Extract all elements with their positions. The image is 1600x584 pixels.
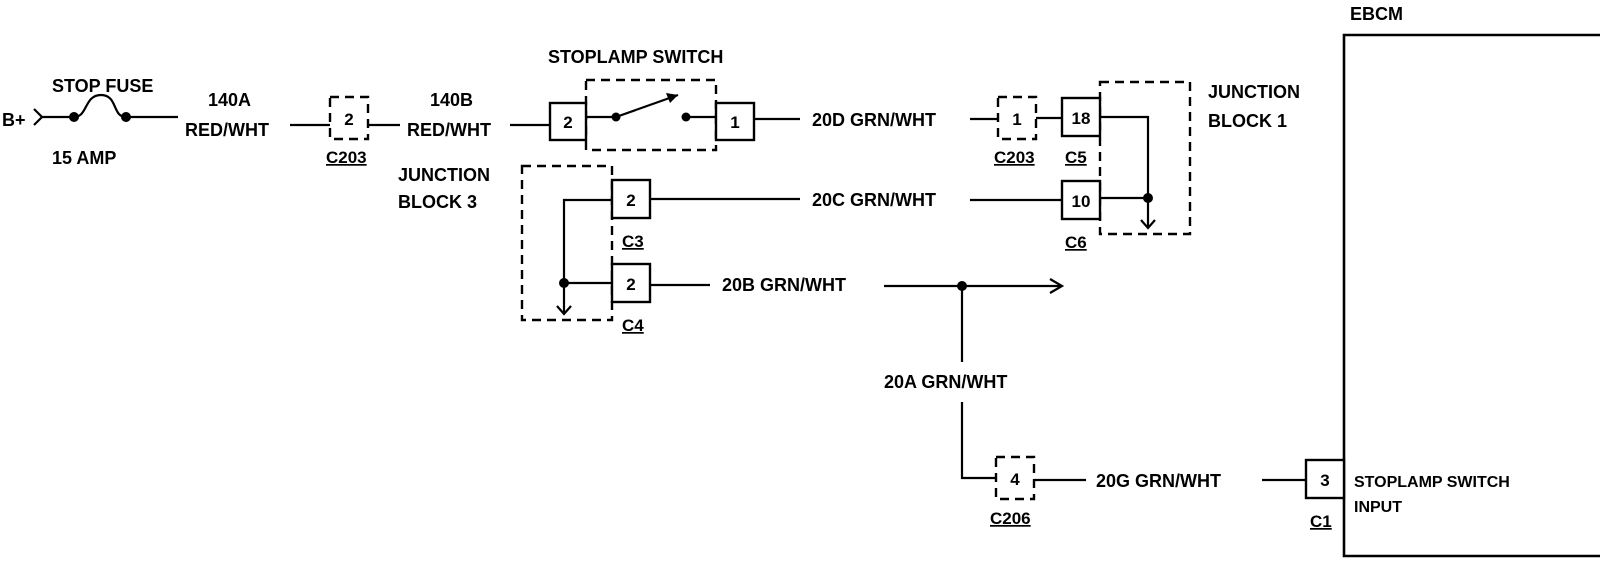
connector-c3-label: C3 <box>622 232 644 251</box>
wire-140b-circuit: 140B <box>430 90 473 110</box>
connector-c3-pin <box>610 178 652 220</box>
junction-block-1-bus <box>1100 115 1150 200</box>
connector-c1-label: C1 <box>1310 512 1332 531</box>
stoplamp-switch-housing <box>584 78 718 152</box>
stoplamp-switch-pin-2-label: 2 <box>563 113 572 132</box>
fuse-name: STOP FUSE <box>52 76 153 96</box>
connector-c5-pin <box>1060 96 1102 138</box>
switch-blade-icon <box>615 93 679 119</box>
fuse-icon <box>73 93 127 119</box>
ebcm-title: EBCM <box>1350 4 1403 24</box>
junction-block-1-label-2: BLOCK 1 <box>1208 111 1287 131</box>
junction-block-3-label-2: BLOCK 3 <box>398 192 477 212</box>
connector-c206 <box>994 455 1036 501</box>
wire-20a-label: 20A GRN/WHT <box>884 372 1007 392</box>
wire-20c-label: 20C GRN/WHT <box>812 190 936 210</box>
wire-20a-lower <box>960 402 996 480</box>
connector-c6-pin-label: 10 <box>1072 192 1091 211</box>
wire-20b-label: 20B GRN/WHT <box>722 275 846 295</box>
stoplamp-switch-pin-2 <box>548 101 588 142</box>
stoplamp-switch-pin-1 <box>714 101 756 142</box>
ebcm-module-outline <box>1342 33 1600 558</box>
connector-c5-label: C5 <box>1065 148 1087 167</box>
wire-20d-label: 20D GRN/WHT <box>812 110 936 130</box>
connector-c203-left <box>328 95 370 141</box>
wire-20g-label: 20G GRN/WHT <box>1096 471 1221 491</box>
connector-c4-pin-label: 2 <box>626 275 635 294</box>
wire-140b-color: RED/WHT <box>407 120 491 140</box>
supply-arrow-icon <box>33 108 44 126</box>
stoplamp-switch-pin-1-label: 1 <box>730 113 739 132</box>
junction-block-3-bus <box>562 198 612 285</box>
connector-c1-pin <box>1304 458 1346 500</box>
junction-block-3-housing <box>520 164 614 322</box>
ebcm-input-label-1: STOPLAMP SWITCH <box>1354 474 1510 491</box>
connector-c6-label: C6 <box>1065 233 1087 252</box>
connector-c206-label: C206 <box>990 509 1031 528</box>
connector-c206-pin: 4 <box>1010 470 1020 489</box>
connector-c203-right <box>996 95 1038 141</box>
stoplamp-switch-title: STOPLAMP SWITCH <box>548 47 723 67</box>
wire-140a-color: RED/WHT <box>185 120 269 140</box>
connector-c3-pin-label: 2 <box>626 191 635 210</box>
connector-c5-pin-label: 18 <box>1072 109 1091 128</box>
connector-c203-right-label: C203 <box>994 148 1035 167</box>
connector-c4-label: C4 <box>622 316 644 335</box>
connector-c1-pin-label: 3 <box>1320 471 1329 490</box>
junction-block-1-label-1: JUNCTION <box>1208 82 1300 102</box>
junction-block-3-label-1: JUNCTION <box>398 165 490 185</box>
supply-label: B+ <box>2 110 26 130</box>
switch-blade-tip <box>666 93 678 103</box>
connector-c203-left-label: C203 <box>326 148 367 167</box>
junction-block-1-ground-icon <box>1140 219 1156 230</box>
junction-block-3-ground-icon <box>556 305 572 316</box>
ebcm-input-label-2: INPUT <box>1354 499 1402 516</box>
wire-20b-continuation-arrow-icon <box>1049 278 1065 294</box>
connector-c203-right-pin: 1 <box>1012 110 1021 129</box>
fuse-rating: 15 AMP <box>52 148 116 168</box>
connector-c203-left-pin: 2 <box>344 110 353 129</box>
wire-140a-circuit: 140A <box>208 90 251 110</box>
junction-block-1-housing <box>1098 80 1192 236</box>
connector-c4-pin <box>610 262 652 304</box>
